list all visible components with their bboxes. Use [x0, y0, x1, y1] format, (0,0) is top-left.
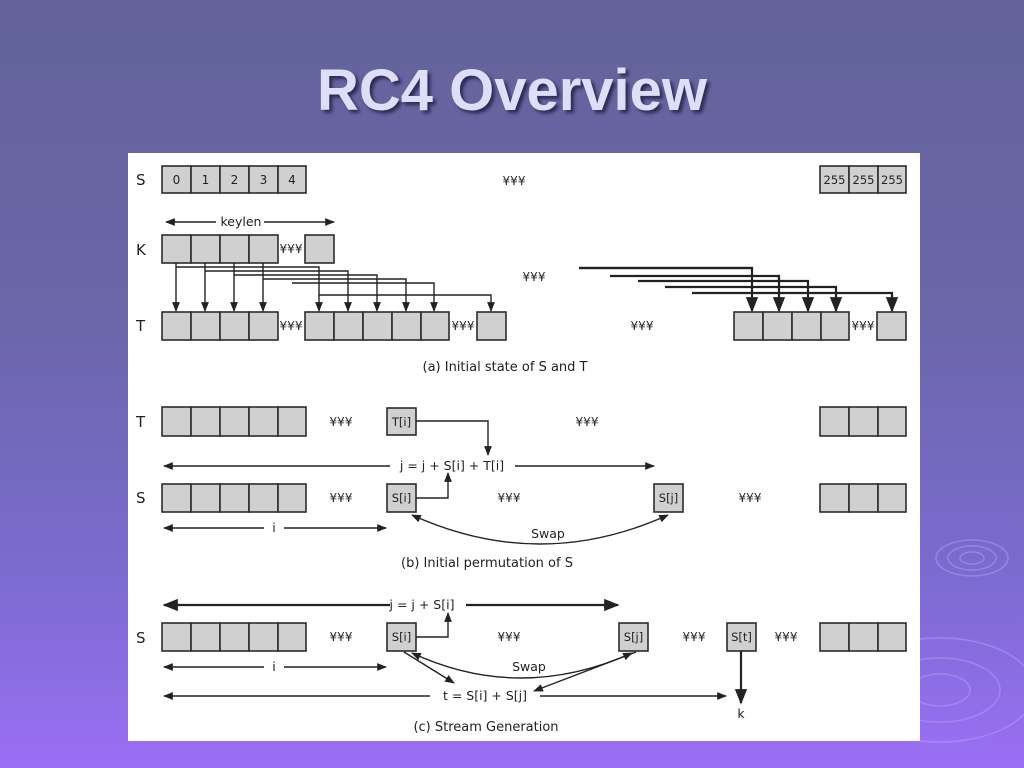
ellipsis: ¥¥¥ — [452, 319, 475, 333]
row-label-s-b: S — [136, 489, 146, 507]
caption-b: (b) Initial permutation of S — [401, 556, 573, 571]
s-i-to-j-arrow — [416, 472, 452, 499]
s-i-to-t-arrow — [403, 651, 455, 684]
ellipsis: ¥¥¥ — [330, 491, 353, 505]
row-label-s-c: S — [136, 629, 146, 647]
ellipsis: ¥¥¥ — [631, 319, 654, 333]
ellipsis: ¥¥¥ — [330, 415, 353, 429]
s-array-end: 255 255 255 — [819, 165, 907, 194]
s-array-b — [161, 483, 907, 513]
s-array-start: 0 1 2 3 4 — [161, 165, 307, 194]
ellipsis: ¥¥¥ — [280, 242, 303, 256]
formula-t: t = S[i] + S[j] — [443, 688, 527, 703]
row-label-k: K — [136, 241, 147, 259]
caption-a: (a) Initial state of S and T — [423, 360, 588, 375]
rc4-diagram: S 0 1 2 3 4 ¥¥¥ 255 255 255 keylen K ¥¥¥ — [135, 165, 907, 735]
output-k-label: k — [737, 706, 745, 721]
rc4-diagram-panel: S 0 1 2 3 4 ¥¥¥ 255 255 255 keylen K ¥¥¥ — [128, 153, 920, 741]
i-label-c: i — [272, 659, 275, 674]
ellipsis: ¥¥¥ — [683, 630, 706, 644]
s-index-3: 3 — [260, 173, 268, 187]
s-j-to-t-arrow — [533, 651, 637, 692]
ellipsis: ¥¥¥ — [523, 270, 546, 284]
s-array-c — [161, 622, 907, 652]
t-i-arrow — [416, 420, 492, 456]
cell-s-j-c — [618, 622, 649, 652]
ellipsis: ¥¥¥ — [775, 630, 798, 644]
swap-label-c: Swap — [512, 659, 546, 674]
t-array — [161, 311, 907, 341]
ellipsis: ¥¥¥ — [498, 630, 521, 644]
ellipsis: ¥¥¥ — [330, 630, 353, 644]
s-index-255: 255 — [853, 173, 875, 187]
ellipsis: ¥¥¥ — [503, 174, 526, 188]
ellipsis: ¥¥¥ — [739, 491, 762, 505]
s-i-to-j-prga-arrow — [416, 612, 452, 638]
s-index-0: 0 — [173, 173, 181, 187]
i-label: i — [272, 520, 275, 535]
formula-j-prga: j = j + S[i] — [389, 597, 455, 612]
swap-arrow — [411, 514, 669, 545]
cell-s-j-c-label: S[j] — [624, 630, 643, 644]
cell-s-j — [653, 483, 684, 513]
t-array-b — [161, 406, 907, 437]
row-label-s-a: S — [136, 171, 146, 189]
s-index-255: 255 — [824, 173, 846, 187]
cell-t-i-label: T[i] — [391, 415, 411, 429]
s-index-1: 1 — [202, 173, 210, 187]
row-label-t-b: T — [135, 413, 146, 431]
swap-label: Swap — [531, 526, 565, 541]
formula-j-ksa: j = j + S[i] + T[i] — [399, 458, 504, 473]
cell-s-i-c-label: S[i] — [392, 630, 411, 644]
s-index-4: 4 — [288, 173, 296, 187]
ellipsis: ¥¥¥ — [280, 319, 303, 333]
cell-s-i-label: S[i] — [392, 491, 411, 505]
cell-s-t — [726, 622, 757, 652]
ellipsis: ¥¥¥ — [576, 415, 599, 429]
cell-s-t-label: S[t] — [731, 630, 752, 644]
k-array — [161, 234, 335, 264]
ellipsis: ¥¥¥ — [498, 491, 521, 505]
ellipsis: ¥¥¥ — [852, 319, 875, 333]
caption-c: (c) Stream Generation — [413, 720, 558, 735]
k-to-t-arrows — [172, 263, 899, 313]
keylen-label: keylen — [221, 214, 262, 229]
slide-title: RC4 Overview — [316, 58, 708, 123]
cell-s-j-label: S[j] — [659, 491, 678, 505]
row-label-t-a: T — [135, 317, 146, 335]
s-index-255: 255 — [881, 173, 903, 187]
s-index-2: 2 — [231, 173, 239, 187]
